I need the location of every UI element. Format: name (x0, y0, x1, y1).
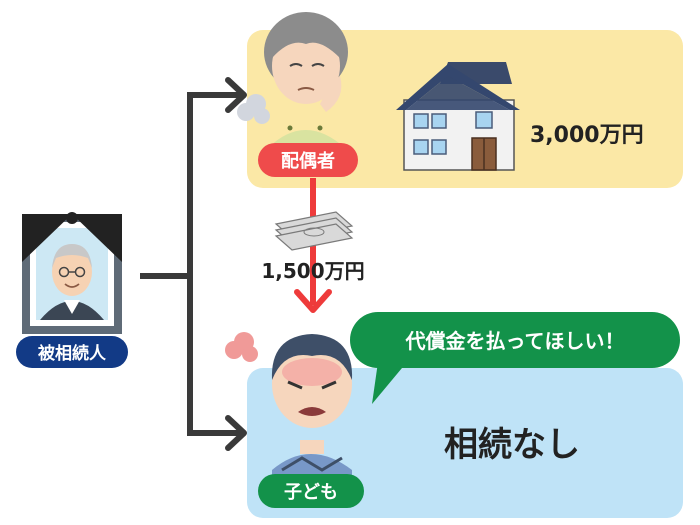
spouse-inheritance-amount: 3,000万円 (530, 123, 644, 148)
child-badge (258, 474, 364, 508)
child-label: 子ども (284, 482, 338, 503)
speech-bubble (350, 312, 680, 404)
house-icon (396, 62, 520, 171)
angry-man-icon (271, 334, 353, 480)
deceased-badge (16, 336, 128, 368)
spouse-badge (258, 143, 358, 177)
memorial-portrait-icon (22, 212, 122, 334)
payment-amount: 1,500万円 (261, 259, 364, 283)
child-inheritance-status: 相続なし (444, 425, 580, 465)
spouse-label: 配偶者 (281, 150, 335, 172)
connector-lines (140, 92, 242, 436)
connector-arrowheads (225, 77, 247, 451)
deceased-label: 被相続人 (38, 343, 107, 364)
speech-text: 代償金を払ってほしい！ (405, 329, 625, 353)
money-stack-icon (274, 211, 354, 251)
steam-puff-icon (225, 332, 258, 362)
